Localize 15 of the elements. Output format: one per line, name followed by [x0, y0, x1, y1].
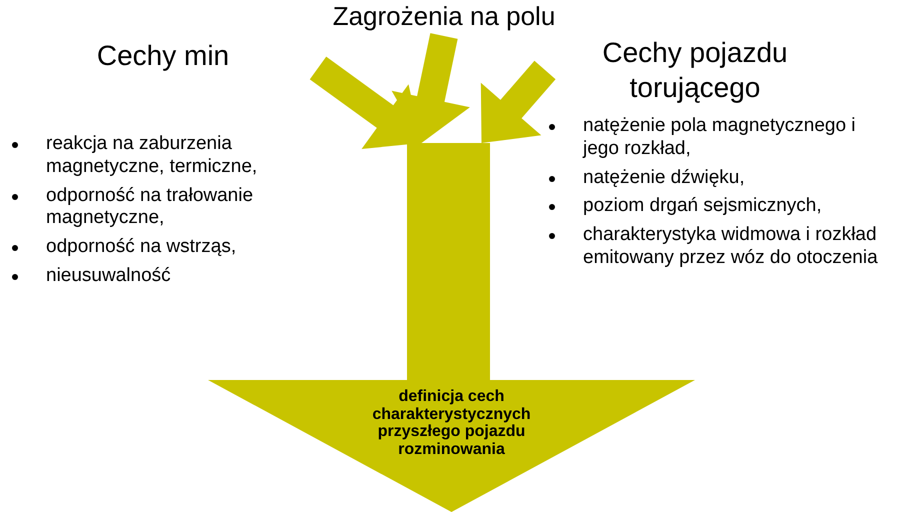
bullet-item: poziom drgań sejsmicznych, [545, 195, 885, 218]
bullet-item: nieusuwalność [8, 264, 308, 288]
bullet-item: charakterystyka widmowa i rozkład emitowany przez wóz do otoczenia [545, 224, 885, 270]
heading: Zagrożenia na polu [332, 0, 556, 32]
bullet-item: natężenie pola magnetycznego i jego rozkład, [545, 115, 885, 161]
heading: Cechy pojazdu torującego [601, 36, 789, 105]
heading: Cechy min [96, 39, 230, 73]
arrow-label: definicja cech charakterystycznych przyszłego pojazdu rozminowania [371, 388, 532, 458]
block-arrow [480, 60, 556, 143]
block-arrow [310, 56, 422, 149]
block-arrow [392, 33, 470, 143]
bullet-item: odporność na trałowanie magnetyczne, [8, 184, 308, 230]
bullet-item: natężenie dźwięku, [545, 166, 885, 190]
bullet-item: odporność na wstrząs, [8, 236, 308, 259]
bullet-item: reakcja na zaburzenia magnetyczne, termiczne, [8, 133, 308, 179]
